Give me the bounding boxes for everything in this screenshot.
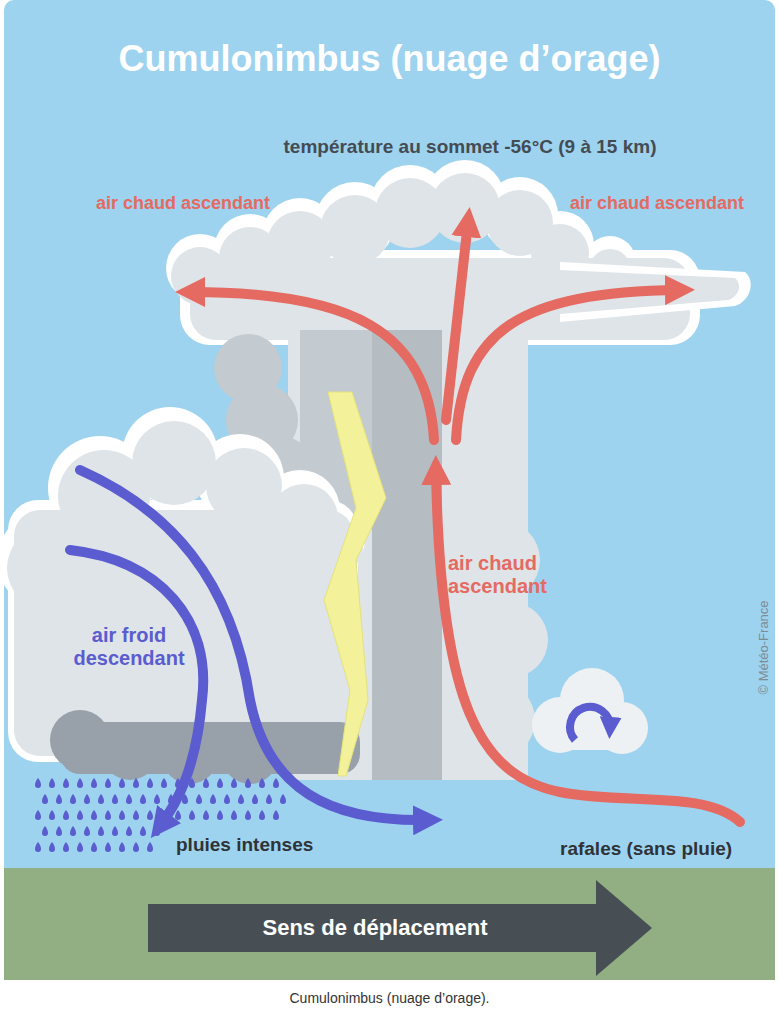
rain-drop — [231, 810, 237, 820]
rain-drop — [63, 778, 69, 788]
rain-drop — [77, 810, 83, 820]
rain-drop — [126, 794, 132, 804]
air-flow-arrows — [70, 222, 740, 826]
rain-drop — [203, 778, 209, 788]
rain-drop — [42, 794, 48, 804]
airflow-label: air chaud ascendant — [448, 552, 560, 598]
rain-drop — [70, 826, 76, 836]
diagram-title: Cumulonimbus (nuage d’orage) — [0, 38, 779, 79]
rain-drop — [91, 778, 97, 788]
direction-label: Sens de déplacement — [263, 915, 488, 941]
rain-drop — [231, 778, 237, 788]
rain-drop — [147, 778, 153, 788]
rain-drop — [259, 810, 265, 820]
airflow-label: air froid descendant — [70, 624, 188, 670]
rain-drop — [217, 778, 223, 788]
rain-drop — [49, 810, 55, 820]
rain-drop — [112, 826, 118, 836]
rain-drop — [63, 810, 69, 820]
rain-drop — [84, 794, 90, 804]
rain-drop — [203, 810, 209, 820]
rain-drop — [119, 842, 125, 852]
rain-drop — [49, 778, 55, 788]
cloud-puff — [132, 421, 216, 505]
rain-drop — [70, 794, 76, 804]
rain-drop — [224, 794, 230, 804]
rain-drop — [245, 778, 251, 788]
rain-drop — [140, 794, 146, 804]
rain-drop — [266, 794, 272, 804]
figure-caption: Cumulonimbus (nuage d’orage). — [0, 990, 779, 1006]
airflow-label: air chaud ascendant — [570, 193, 775, 214]
rain-drop — [196, 794, 202, 804]
rain-drop — [91, 810, 97, 820]
rain-drop — [77, 778, 83, 788]
summit-temperature: température au sommet -56°C (9 à 15 km) — [200, 136, 740, 158]
gust-label: rafales (sans pluie) — [560, 838, 770, 860]
rain-drop — [35, 778, 41, 788]
rain-drop — [189, 810, 195, 820]
cloud-shapes — [0, 160, 751, 784]
rain-drop — [238, 794, 244, 804]
rain-drop — [42, 826, 48, 836]
rain-drop — [175, 810, 181, 820]
rain-drop — [273, 778, 279, 788]
rain-drop — [112, 794, 118, 804]
rain-drop — [63, 842, 69, 852]
watermark: © Météo-France — [757, 577, 772, 717]
rain-drop — [77, 842, 83, 852]
rain-drop — [119, 778, 125, 788]
rain-drop — [147, 842, 153, 852]
rain-drop — [252, 794, 258, 804]
rain-drop — [126, 826, 132, 836]
rain-drop — [154, 794, 160, 804]
rain-drop — [245, 810, 251, 820]
rain-drop — [161, 778, 167, 788]
rain-drop — [147, 810, 153, 820]
cloud-puff — [472, 602, 548, 678]
rain-drop — [35, 810, 41, 820]
rain-drop — [140, 826, 146, 836]
rain-drop — [56, 794, 62, 804]
rain-drop — [84, 826, 90, 836]
rain-drop — [105, 778, 111, 788]
rain-drop — [105, 810, 111, 820]
cloud-puff — [102, 724, 158, 780]
rain-drop — [56, 826, 62, 836]
rain-drop — [280, 794, 286, 804]
cloud-puff — [50, 710, 110, 770]
rain-drop — [133, 842, 139, 852]
rain-drop — [217, 810, 223, 820]
direction-arrow: Sens de déplacement — [148, 880, 652, 976]
rain-drop — [98, 794, 104, 804]
rain-drop — [105, 842, 111, 852]
rain-drop — [119, 810, 125, 820]
rain-drop — [273, 810, 279, 820]
airflow-label: air chaud ascendant — [96, 193, 316, 214]
rain-drop — [210, 794, 216, 804]
rain-drop — [49, 842, 55, 852]
rain-drop — [35, 842, 41, 852]
rain-label: pluies intenses — [176, 834, 376, 856]
rain-drop — [91, 842, 97, 852]
sky — [4, 0, 775, 980]
rain-drop — [133, 778, 139, 788]
rain-drop — [98, 826, 104, 836]
arrow-outline — [148, 880, 652, 976]
ground — [4, 868, 775, 980]
gust-cloud — [532, 668, 648, 754]
rain-drop — [133, 810, 139, 820]
rain-drop — [259, 778, 265, 788]
lightning-bolt — [324, 392, 386, 776]
